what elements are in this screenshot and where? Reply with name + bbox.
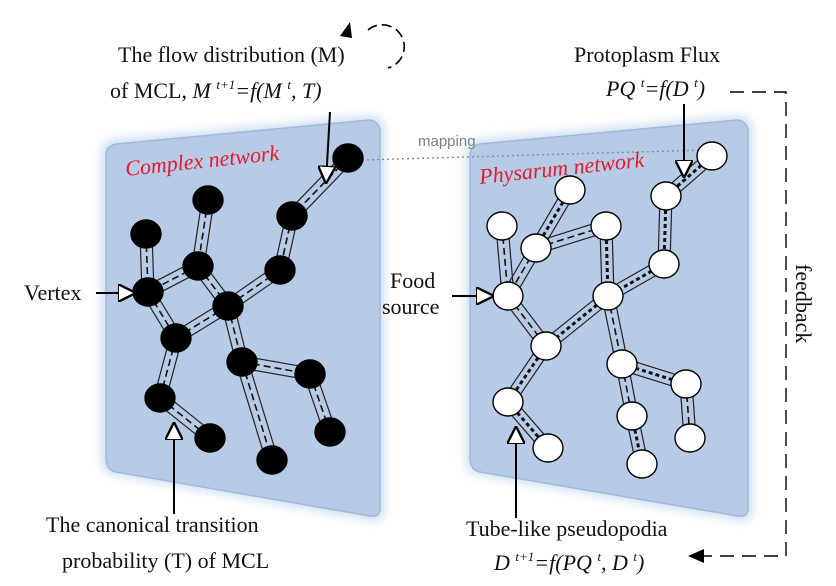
feedback-arrowhead: [688, 549, 704, 563]
network-vertex: [486, 211, 518, 241]
tube-wall: [235, 363, 267, 462]
network-vertex: [160, 323, 192, 353]
network-vertex: [212, 291, 244, 321]
canonical-transition-line1: The canonical transition: [46, 512, 259, 537]
mapping-label: mapping: [418, 133, 476, 150]
network-vertex: [294, 359, 326, 389]
feedback-label: feedback: [791, 264, 816, 343]
tube-flow: [197, 265, 229, 307]
network-vertex: [182, 251, 214, 281]
network-vertex: [648, 249, 680, 279]
protoplasm-flux-line1: Protoplasm Flux: [574, 42, 720, 67]
vertex-label: Vertex: [24, 280, 81, 305]
network-vertex: [674, 423, 706, 453]
tube-pseudopodia-line2: D t+1=f(PQ t, D t): [493, 549, 644, 575]
canonical-transition-line2: probability (T) of MCL: [62, 548, 269, 573]
network-vertex: [492, 387, 524, 417]
network-vertex: [532, 433, 564, 463]
network-vertex: [130, 219, 162, 249]
flow-arrow: [326, 111, 330, 182]
tube-pseudopodia-line1: Tube-like pseudopodia: [466, 516, 668, 541]
network-vertex: [616, 401, 648, 431]
network-vertex: [226, 347, 258, 377]
feedback-loop: feedback: [688, 91, 816, 563]
protoplasm-flux-annotation: Protoplasm Flux PQ t=f(D t): [574, 42, 720, 176]
network-vertex: [192, 185, 224, 215]
network-vertex: [626, 449, 658, 479]
self-loop-icon: [367, 23, 406, 69]
network-vertex: [520, 233, 552, 263]
flow-distribution-line2: of MCL, M t+1=f(M t, T): [110, 77, 322, 103]
network-vertex: [592, 281, 624, 311]
network-vertex: [554, 175, 586, 205]
mapping-line: [361, 149, 707, 161]
network-vertex: [492, 281, 524, 311]
food-source-line2: source: [382, 294, 439, 319]
network-vertex: [194, 423, 226, 453]
tube-wall: [247, 360, 279, 459]
food-source-line1: Food: [390, 268, 435, 293]
protoplasm-flux-line2: PQ t=f(D t): [605, 75, 705, 101]
complex-network-panel: [102, 116, 384, 521]
network-vertex: [606, 349, 638, 379]
network-vertex: [264, 255, 296, 285]
network-vertex: [276, 201, 308, 231]
tube-flow: [241, 361, 273, 461]
physarum-network-panel: [466, 116, 752, 521]
network-vertex: [530, 331, 562, 361]
flow-distribution-line1: The flow distribution (M): [118, 42, 345, 67]
network-vertex: [670, 369, 702, 399]
network-vertex: [132, 277, 164, 307]
network-vertex: [650, 181, 682, 211]
physarum-network-vertices: [486, 141, 728, 479]
network-vertex: [314, 417, 346, 447]
network-vertex: [696, 141, 728, 171]
flow-distribution-annotation: The flow distribution (M) of MCL, M t+1=…: [110, 22, 406, 182]
network-vertex: [256, 445, 288, 475]
network-vertex: [332, 143, 364, 173]
network-vertex: [590, 211, 622, 241]
complex-network-vertices: [130, 143, 364, 475]
network-vertex: [144, 383, 176, 413]
